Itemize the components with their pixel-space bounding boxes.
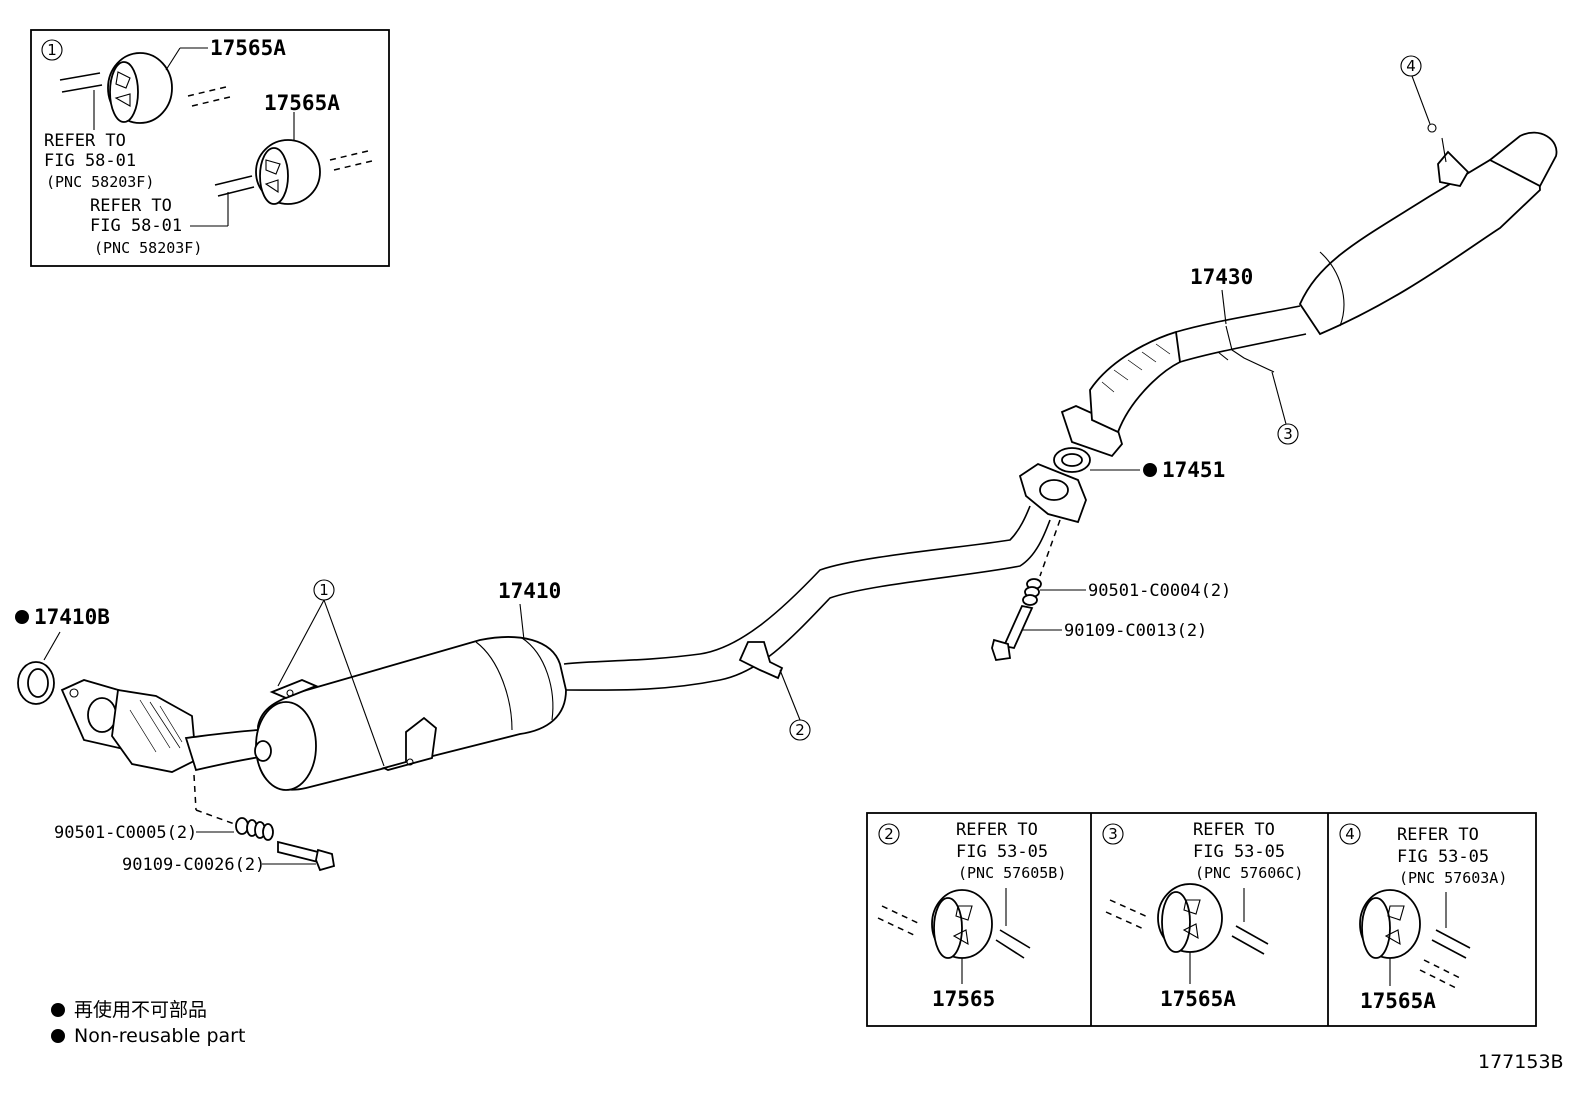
marker-1: 1 [319,581,329,599]
rubber-hanger-b [214,139,377,205]
inset-hanger-detail: 1 17565A 17565A REFER TO FIG 58-0 [30,29,390,267]
mid-flange: 90501-C0004(2) 90109-C0013(2) [991,462,1231,661]
inset-4: 4 REFER TO FIG 53-05 (PNC 57603A) 17565A [1339,823,1507,1013]
inset-2: 2 REFER TO FIG 53-05 (PNC 57605B) 17565 [877,820,1066,1011]
label-90501-c0004: 90501-C0004(2) [1088,581,1231,601]
inset-3-marker: 3 [1108,825,1118,843]
front-bolts: 90501-C0005(2) 90109-C0026(2) [54,817,336,875]
inset-4-ref2: FIG 53-05 [1397,847,1489,867]
label-17410: 17410 [498,579,561,603]
ref2-line3: (PNC 58203F) [94,239,202,257]
tailpipe-muffler-17430 [1060,75,1558,458]
inset-4-ref3: (PNC 57603A) [1399,869,1507,887]
label-90109-c0026: 90109-C0026(2) [122,855,265,875]
inset-2-ref1: REFER TO [956,820,1038,840]
label-17451: 17451 [1162,458,1225,482]
gasket-17451: 17451 [1053,447,1225,482]
inset-4-ref1: REFER TO [1397,825,1479,845]
bottom-insets: 2 REFER TO FIG 53-05 (PNC 57605B) 17565 … [866,812,1537,1027]
marker-2: 2 [795,721,805,739]
label-17410b: 17410B [34,605,110,629]
center-pipe [563,505,1051,721]
figure-id: 177153B [1478,1051,1564,1073]
legend: 再使用不可部品 Non-reusable part [51,999,245,1047]
ref2-line2: FIG 58-01 [90,216,182,236]
inset-3-ref1: REFER TO [1193,820,1275,840]
rubber-hanger-a [59,52,235,124]
label-90109-c0013: 90109-C0013(2) [1064,621,1207,641]
ref1-line3: (PNC 58203F) [46,173,154,191]
inset-2-marker: 2 [884,825,894,843]
label-17430: 17430 [1190,265,1253,289]
inset-4-part: 17565A [1360,989,1436,1013]
marker-4: 4 [1406,57,1416,75]
label-90501-c0005: 90501-C0005(2) [54,823,197,843]
ref1-line1: REFER TO [44,131,126,151]
ref2-line1: REFER TO [90,196,172,216]
gasket-17410b: 17410B [15,605,110,705]
inset-marker: 1 [47,41,57,59]
inset-2-ref2: FIG 53-05 [956,842,1048,862]
inset-3-ref2: FIG 53-05 [1193,842,1285,862]
legend-ja: 再使用不可部品 [74,999,207,1021]
legend-en: Non-reusable part [74,1025,245,1047]
inset-4-marker: 4 [1345,825,1355,843]
ref1-line2: FIG 58-01 [44,151,136,171]
inset-3: 3 REFER TO FIG 53-05 (PNC 57606C) 17565A [1102,820,1303,1011]
inset-2-part: 17565 [932,987,995,1011]
inset-2-ref3: (PNC 57605B) [958,864,1066,882]
part-17565a-mid: 17565A [264,91,340,115]
converter-17410 [254,636,567,791]
marker-3: 3 [1283,425,1293,443]
front-catalytic-section [60,679,268,827]
inset-3-part: 17565A [1160,987,1236,1011]
part-17565a-top: 17565A [210,36,286,60]
inset-3-ref3: (PNC 57606C) [1195,864,1303,882]
